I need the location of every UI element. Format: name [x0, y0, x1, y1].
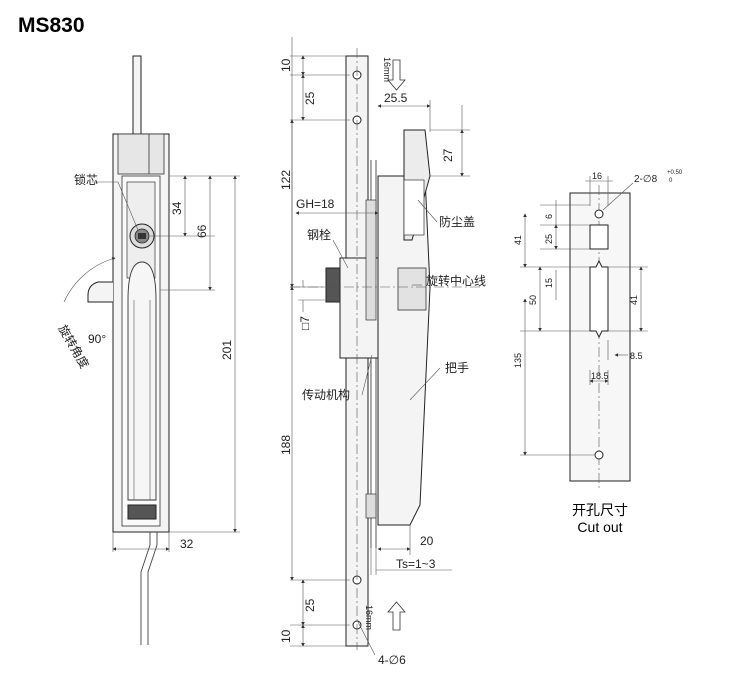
- dim-10-top: 10: [279, 58, 293, 72]
- dim-66: 66: [195, 224, 209, 238]
- dim-135: 135: [513, 353, 523, 368]
- dim-25-5: 25.5: [384, 91, 408, 105]
- label-dust-cover: 防尘盖: [439, 214, 475, 229]
- tolerance-upper: +0.50: [667, 170, 683, 176]
- dim-122: 122: [279, 170, 293, 190]
- model-title: MS830: [18, 14, 85, 37]
- dim-41-left: 41: [513, 235, 523, 245]
- label-handle: 把手: [445, 361, 469, 375]
- dim-25-top: 25: [303, 91, 317, 105]
- dim-ts: Ts=1~3: [396, 557, 436, 571]
- tolerance-lower: 0: [669, 178, 673, 184]
- dim-18-5: 18.5: [591, 371, 609, 381]
- cutout-caption-cn: 开孔尺寸: [572, 503, 628, 519]
- dim-188: 188: [279, 435, 293, 455]
- dim-201: 201: [220, 340, 234, 360]
- label-drive-mechanism: 传动机构: [302, 387, 350, 402]
- dim-25-cutout: 25: [544, 234, 554, 244]
- dim-32: 32: [180, 537, 194, 551]
- dim-8-5: 8.5: [630, 351, 643, 361]
- dim-41-right: 41: [629, 295, 639, 305]
- label-angle: 90°: [88, 332, 106, 346]
- note-16mm-bottom: 16mm: [364, 605, 374, 630]
- dim-34: 34: [170, 201, 184, 215]
- front-bottom-block: [127, 504, 157, 520]
- label-rotation-angle: 旋转角度: [55, 322, 92, 371]
- dim-10-bottom: 10: [279, 629, 293, 643]
- dim-gh: GH=18: [296, 197, 335, 211]
- dim-holes: 4-∅6: [378, 653, 406, 667]
- dim-15: 15: [544, 278, 554, 288]
- note-16mm-top: 16mm: [382, 57, 392, 82]
- front-lever: [87, 281, 113, 303]
- hole-spec: 2-∅8: [634, 174, 658, 185]
- cutout-caption-en: Cut out: [577, 519, 623, 535]
- front-top-rod: [132, 55, 142, 137]
- label-lock-core: 锁芯: [74, 172, 98, 187]
- dim-50: 50: [528, 295, 538, 305]
- dim-27: 27: [441, 148, 455, 162]
- dim-20: 20: [420, 534, 434, 548]
- front-view: [63, 55, 240, 645]
- dim-6: 6: [544, 214, 554, 219]
- dim-square-7: □7: [298, 316, 312, 330]
- cutout-view: [520, 176, 648, 490]
- dim-16-cutout: 16: [592, 171, 602, 181]
- label-rotation-center: 旋转中心线: [426, 273, 486, 288]
- side-view: [290, 37, 480, 656]
- dim-25-bottom: 25: [303, 598, 317, 612]
- label-steel-bolt: 钢栓: [307, 227, 331, 242]
